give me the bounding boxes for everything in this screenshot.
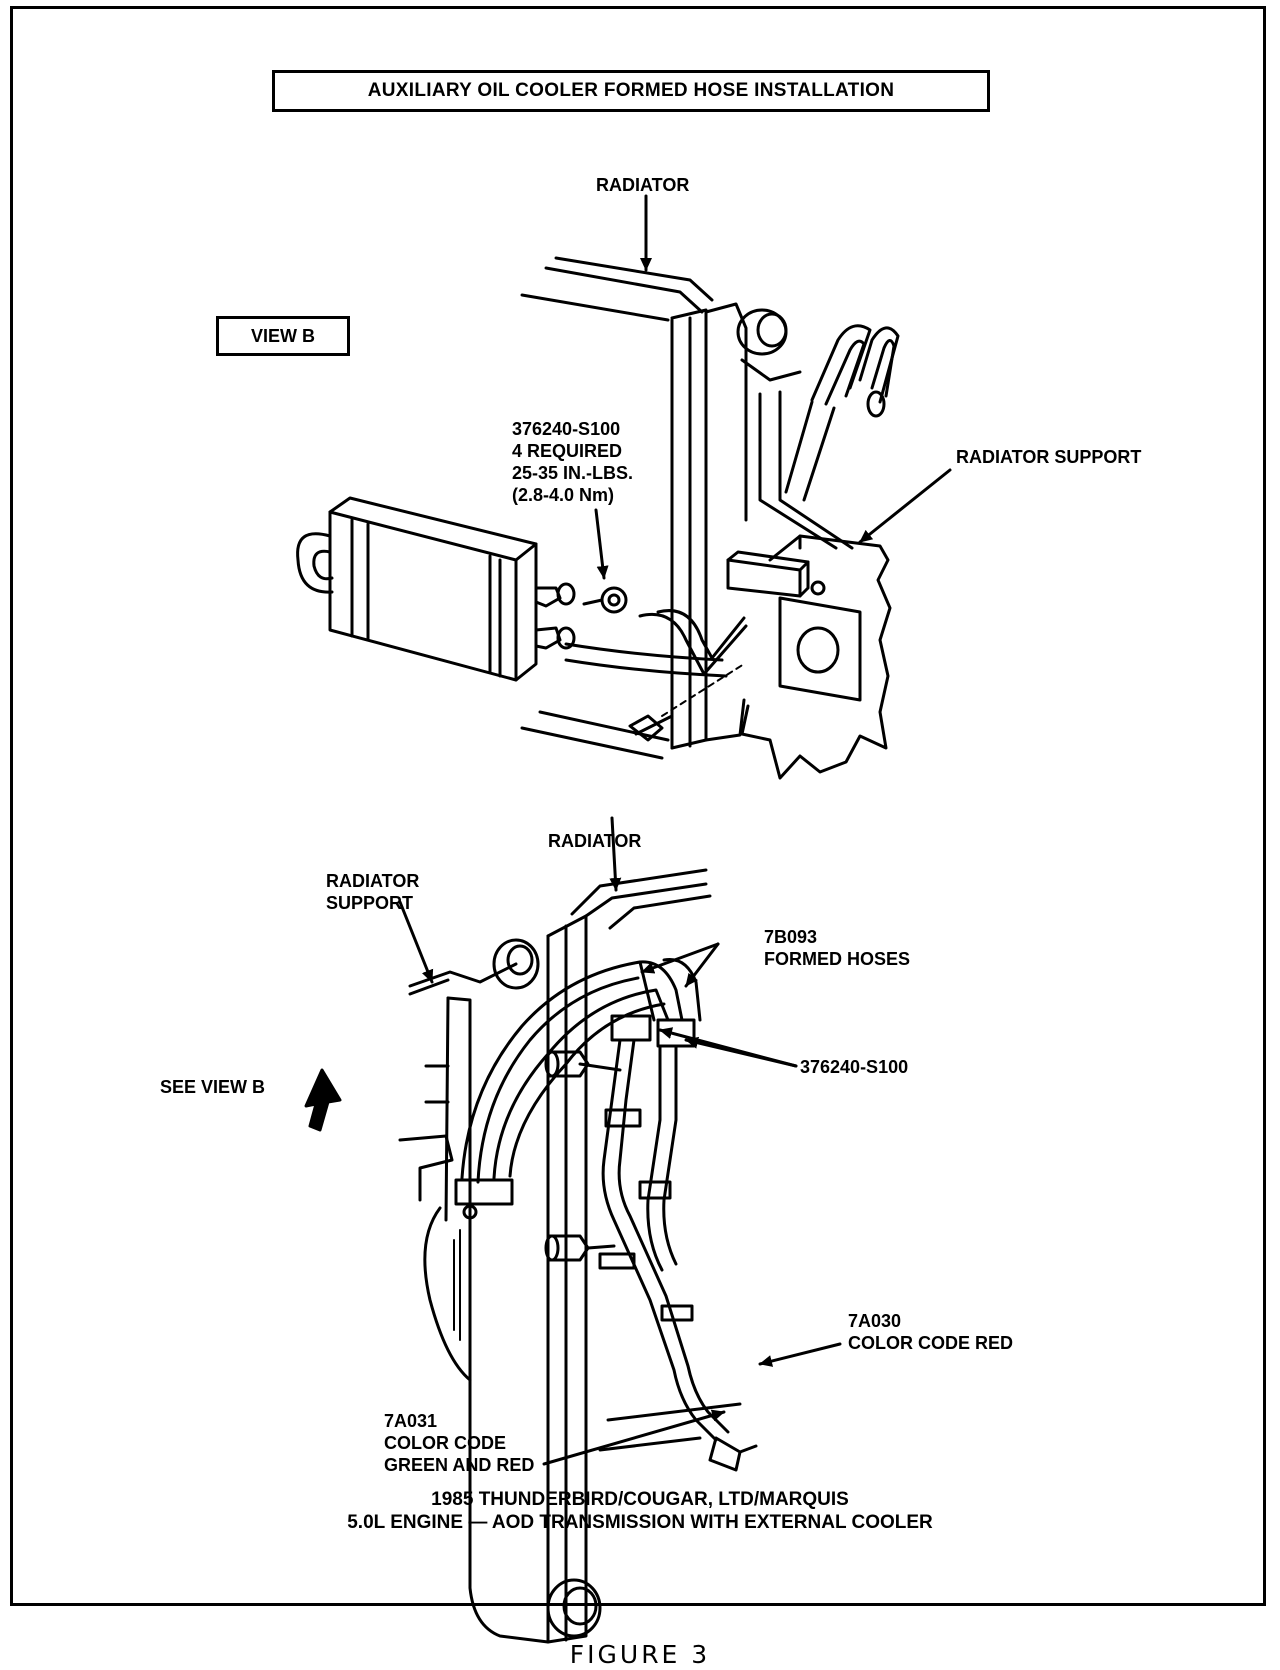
see-view-b-label: SEE VIEW B bbox=[160, 1077, 266, 1097]
bolt-torque-nm: (2.8-4.0 Nm) bbox=[512, 485, 615, 505]
vehicle-caption: 1985 THUNDERBIRD/COUGAR, LTD/MARQUIS 5.0… bbox=[0, 1488, 1280, 1534]
main-radiator-support-line-2: SUPPORT bbox=[326, 893, 414, 913]
formed-hoses-part-number: 7B093 bbox=[764, 927, 818, 947]
formed-hoses-label: 7B093 FORMED HOSES bbox=[764, 926, 910, 970]
view-b-radiator-support-label: RADIATOR SUPPORT bbox=[956, 447, 1142, 467]
green-red-line-label: 7A031 COLOR CODE GREEN AND RED bbox=[384, 1410, 534, 1476]
red-line-part-number: 7A030 bbox=[848, 1311, 902, 1331]
bolt-torque-inlbs: 25-35 IN.-LBS. bbox=[512, 463, 634, 483]
formed-hoses-text: FORMED HOSES bbox=[764, 949, 911, 969]
red-line-color-code: COLOR CODE RED bbox=[848, 1333, 1014, 1353]
view-b-drawing bbox=[298, 196, 950, 778]
clamp-label: 376240-S100 bbox=[800, 1057, 909, 1077]
view-b-bolt-callout: 376240-S100 4 REQUIRED 25-35 IN.-LBS. (2… bbox=[512, 418, 633, 506]
vehicle-caption-line-2: 5.0L ENGINE — AOD TRANSMISSION WITH EXTE… bbox=[347, 1512, 933, 1533]
figure-label: FIGURE 3 bbox=[569, 1640, 711, 1669]
main-radiator-support-line-1: RADIATOR bbox=[326, 871, 420, 891]
green-red-color-code-2: GREEN AND RED bbox=[384, 1455, 535, 1475]
page-border bbox=[10, 6, 1266, 1606]
green-red-color-code-1: COLOR CODE bbox=[384, 1433, 507, 1453]
diagram-title: AUXILIARY OIL COOLER FORMED HOSE INSTALL… bbox=[272, 70, 990, 112]
red-line-label: 7A030 COLOR CODE RED bbox=[848, 1310, 1013, 1354]
main-view-drawing bbox=[306, 818, 840, 1660]
view-b-label: VIEW B bbox=[250, 325, 315, 346]
bolt-part-number: 376240-S100 bbox=[512, 419, 621, 439]
diagram-title-text: AUXILIARY OIL COOLER FORMED HOSE INSTALL… bbox=[367, 80, 895, 101]
green-red-part-number: 7A031 bbox=[384, 1411, 438, 1431]
view-b-radiator-label: RADIATOR bbox=[596, 175, 690, 195]
view-b-box: VIEW B bbox=[216, 316, 350, 356]
main-radiator-label: RADIATOR bbox=[548, 831, 642, 851]
vehicle-caption-line-1: 1985 THUNDERBIRD/COUGAR, LTD/MARQUIS bbox=[431, 1489, 849, 1510]
bolt-quantity: 4 REQUIRED bbox=[512, 441, 623, 461]
main-radiator-support-label: RADIATOR SUPPORT bbox=[326, 870, 419, 914]
